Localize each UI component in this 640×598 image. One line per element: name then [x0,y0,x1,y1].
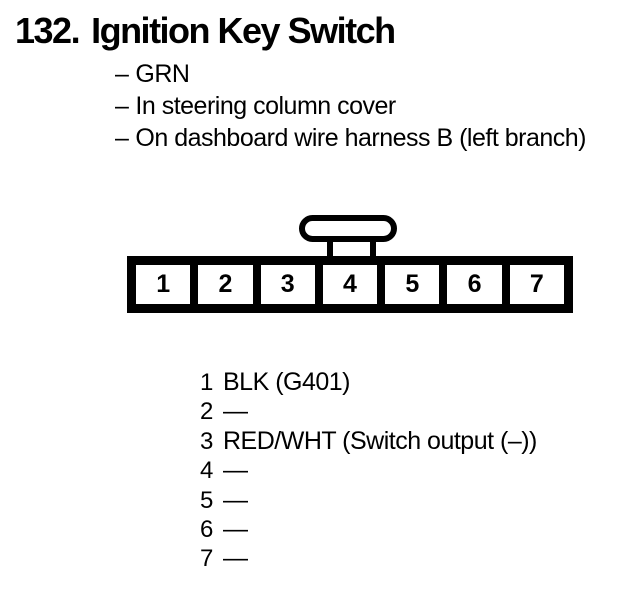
pinout-pin-value: RED/WHT (Switch output (–)) [223,426,537,455]
pinout-row: 6 — [200,515,537,544]
connector-pin-cavity-3: 3 [256,261,319,308]
note-text: In steering column cover [135,92,396,120]
note-dash: – [115,92,129,120]
connector-pin-cavity-7: 7 [505,261,568,308]
notes-list: – GRN – In steering column cover – On da… [115,58,586,154]
pinout-row: 5 — [200,486,537,515]
note-dash: – [115,124,129,152]
pinout-pin-number: 1 [200,369,213,396]
section-number: 132. [15,10,81,51]
pinout-row: 1 BLK (G401) [200,368,537,397]
connector-lock-tab-leg-left [327,238,333,258]
pinout-pin-value: BLK (G401) [223,368,351,396]
page-title: Ignition Key Switch [91,10,396,51]
note-text: On dashboard wire harness B (left branch… [135,124,586,152]
connector-pin-cavity-6: 6 [443,261,506,308]
pinout-pin-value: — [223,397,248,426]
pinout-row: 3 RED/WHT (Switch output (–)) [200,427,537,456]
note-dash: – [115,60,129,88]
connector-lock-tab-cap [299,215,397,242]
pinout-pin-number: 7 [200,545,213,573]
connector-pin-cavity-1: 1 [132,261,195,308]
note-line: – In steering column cover [115,90,586,122]
pinout-pin-value: — [223,514,248,543]
note-line: – On dashboard wire harness B (left bran… [115,122,586,154]
pinout-pin-number: 3 [200,427,213,455]
pinout-pin-value: — [223,544,248,573]
pinout-row: 7 — [200,544,537,573]
pinout-pin-number: 6 [200,515,213,543]
connector-pin-cavity-2: 2 [194,261,257,308]
pinout-pin-value: — [223,485,248,514]
section-title: 132. Ignition Key Switch [15,10,396,52]
note-text: GRN [135,60,190,88]
pinout-pin-value: — [223,456,248,485]
pinout-pin-number: 5 [200,486,213,514]
connector-diagram: 1 2 3 4 5 6 7 [127,256,573,313]
connector-pin-cavity-5: 5 [381,261,444,308]
connector-pin-cavity-4: 4 [318,261,382,308]
pinout-pin-number: 2 [200,398,213,426]
pinout-row: 2 — [200,397,537,426]
pinout-row: 4 — [200,456,537,485]
note-line: – GRN [115,58,586,90]
pinout-legend: 1 BLK (G401) 2 — 3 RED/WHT (Switch outpu… [200,368,537,574]
pinout-pin-number: 4 [200,457,213,485]
connector-lock-tab-leg-right [370,238,376,258]
